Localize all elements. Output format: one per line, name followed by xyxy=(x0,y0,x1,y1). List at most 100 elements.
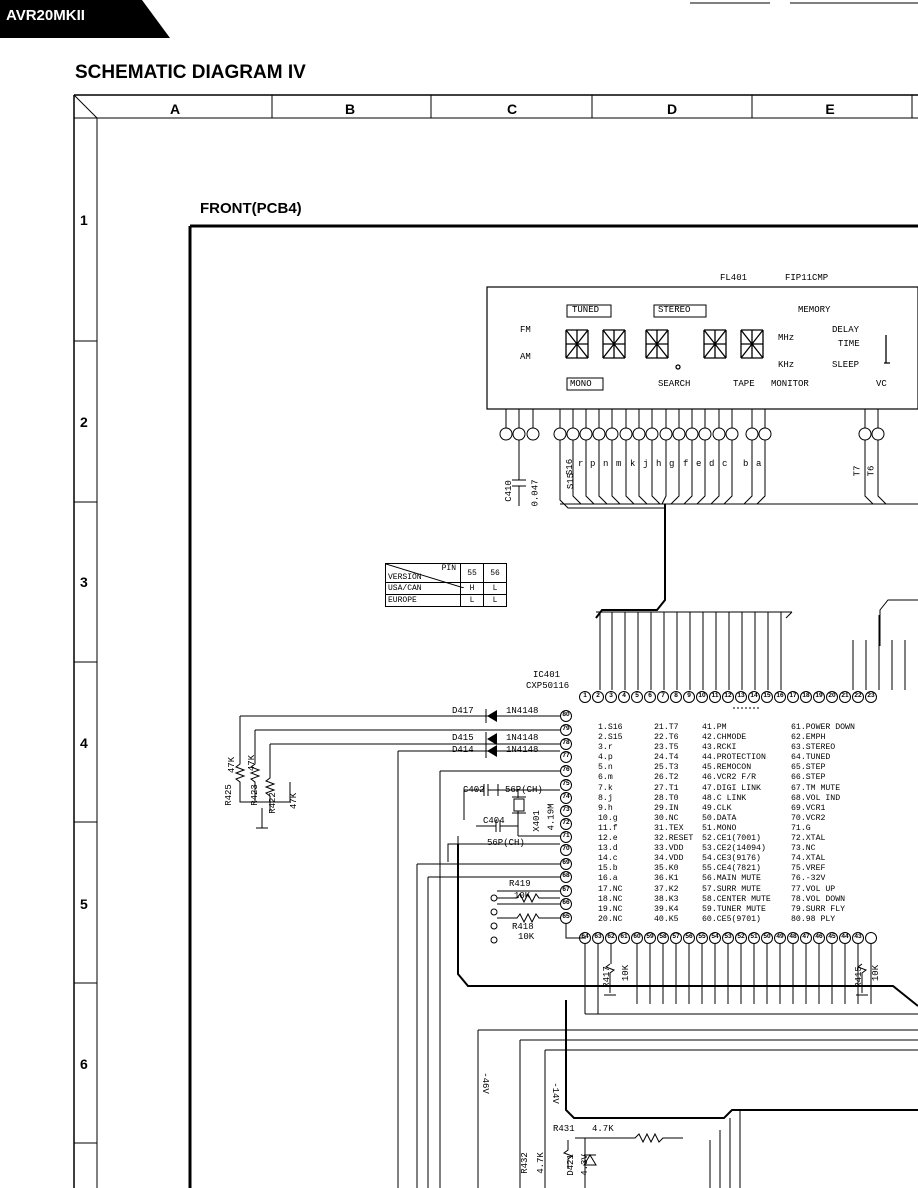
ic-pin-number: 66 xyxy=(562,899,570,906)
pin-function-entry: 71.G xyxy=(791,823,811,833)
r431-label: R431 xyxy=(553,1124,575,1134)
d415-type: 1N4148 xyxy=(506,733,539,743)
table-pin-56: 56 xyxy=(483,563,507,583)
ic-pin-number: 43 xyxy=(854,933,862,940)
pin-function-entry: 29.IN xyxy=(654,803,679,813)
ic-pin-number: 63 xyxy=(594,933,602,940)
ic-pin-number: 77 xyxy=(562,752,570,759)
ic-pin-number: 6 xyxy=(648,692,652,699)
pin-function-entry: 38.K3 xyxy=(654,894,679,904)
x401-freq: 4.19M xyxy=(546,803,557,831)
label-vo: VC xyxy=(876,379,887,389)
pin-function-entry: 36.K1 xyxy=(654,874,679,884)
pin-function-entry: 15.b xyxy=(598,864,618,874)
r419-label: R419 xyxy=(509,879,531,889)
ic-pin-number: 60 xyxy=(633,933,641,940)
pin-label-s15: S15 xyxy=(566,472,577,490)
pin-function-entry: 72.XTAL xyxy=(791,834,826,844)
pin-function-entry: 70.VCR2 xyxy=(791,813,826,823)
display-pins xyxy=(499,409,885,441)
label-memory: MEMORY xyxy=(798,305,831,315)
pin-function-entry: 76.-32V xyxy=(791,874,826,884)
ic-pin-number: 61 xyxy=(620,933,628,940)
pin-function-entry: 27.T1 xyxy=(654,783,679,793)
pin-function-entry: 14.c xyxy=(598,854,618,864)
pin-label-r: r xyxy=(578,459,584,469)
ic-pin-number: 7 xyxy=(661,692,665,699)
pin-function-entry: 21.T7 xyxy=(654,723,679,732)
pin-function-entry: 22.T6 xyxy=(654,733,679,743)
c402-label: C402 xyxy=(463,785,485,795)
label-fm: FM xyxy=(520,325,531,335)
pin-function-entry: 77.VOL UP xyxy=(791,884,836,894)
ic-pin-number: 13 xyxy=(737,692,745,699)
d414-label: D414 xyxy=(452,745,474,755)
pin-function-entry: 37.K2 xyxy=(654,884,679,894)
pin-function-entry: 16.a xyxy=(598,874,618,884)
table-header-version: VERSION xyxy=(388,573,422,582)
pin-function-entry: 51.MONO xyxy=(702,823,737,833)
pin-function-entry: 24.T4 xyxy=(654,753,679,763)
table-usa-56: L xyxy=(483,582,507,595)
pin-function-entry: 54.CE3(9176) xyxy=(702,854,761,864)
column-label-c: C xyxy=(506,101,518,117)
pin-label-h: h xyxy=(656,459,662,469)
ic-pin-number: 44 xyxy=(841,933,849,940)
pin-function-entry: 39.K4 xyxy=(654,904,679,914)
page-title: SCHEMATIC DIAGRAM IV xyxy=(75,62,306,83)
pin-function-entry: 55.CE4(7821) xyxy=(702,864,761,874)
pin-function-entry: 78.VOL DOWN xyxy=(791,894,846,904)
pin-function-entry: 5.n xyxy=(598,763,613,773)
pin-function-entry: 7.k xyxy=(598,783,613,793)
ic-pin-number: 78 xyxy=(562,739,570,746)
x401-label: X401 xyxy=(531,810,542,832)
pin-function-entry: 53.CE2(14094) xyxy=(702,844,766,854)
pin-function-entry: 80.98 PLY xyxy=(791,914,836,924)
pin-function-entry: 75.VREF xyxy=(791,864,826,874)
pin-function-entry: 33.VDD xyxy=(654,844,684,854)
ic-pin-number: 55 xyxy=(698,933,706,940)
row-label-3: 3 xyxy=(80,574,88,590)
r418-label: R418 xyxy=(512,922,534,932)
d417-type: 1N4148 xyxy=(506,706,539,716)
ic-pin-number: 56 xyxy=(685,933,693,940)
pin-function-entry: 20.NC xyxy=(598,914,623,924)
diode-network xyxy=(234,715,560,829)
r418-value: 10K xyxy=(518,932,535,942)
pin-function-entry: 61.POWER DOWN xyxy=(791,723,855,732)
column-label-a: A xyxy=(169,101,181,117)
pin-label-p: p xyxy=(590,459,596,469)
r432-label: R432 xyxy=(519,1152,530,1174)
r422-label: R422 xyxy=(267,792,278,814)
label-tuned: TUNED xyxy=(572,305,600,315)
ic-pin-number: 75 xyxy=(562,780,570,787)
pin-function-entry: 12.e xyxy=(598,834,618,844)
d421-value: 4.3V xyxy=(579,1154,590,1176)
voltage-14v: -14V xyxy=(549,1082,560,1104)
ic-pin-number: 69 xyxy=(562,859,570,866)
pin-function-entry: 58.CENTER MUTE xyxy=(702,894,771,904)
pin-function-entry: 30.NC xyxy=(654,813,679,823)
pin-function-entry: 46.VCR2 F/R xyxy=(702,773,757,783)
label-stereo: STEREO xyxy=(658,305,691,315)
pin-function-entry: 52.CE1(7001) xyxy=(702,834,761,844)
pin-function-entry: 73.NC xyxy=(791,844,816,854)
label-delay: DELAY xyxy=(832,325,860,335)
pin-function-entry: 60.CE5(9701) xyxy=(702,914,761,924)
ic401-top-pins xyxy=(579,691,877,703)
ic-pin-number: 67 xyxy=(562,886,570,893)
ic-part: CXP50116 xyxy=(526,681,570,691)
d421-label: D421 xyxy=(565,1154,576,1176)
ic-pin-number: 1 xyxy=(583,692,587,699)
table-version-europe: EUROPE xyxy=(385,594,461,607)
pin-label-b: b xyxy=(743,459,749,469)
ic-pin-number: 10 xyxy=(698,692,706,699)
table-europe-55: L xyxy=(460,594,484,607)
pin-function-entry: 3.r xyxy=(598,743,613,753)
r425-value: 47K xyxy=(227,756,238,774)
pin-function-entry: 4.p xyxy=(598,753,613,763)
pin-label-t7: T7 xyxy=(852,465,863,477)
pin-label-j: j xyxy=(643,459,649,469)
